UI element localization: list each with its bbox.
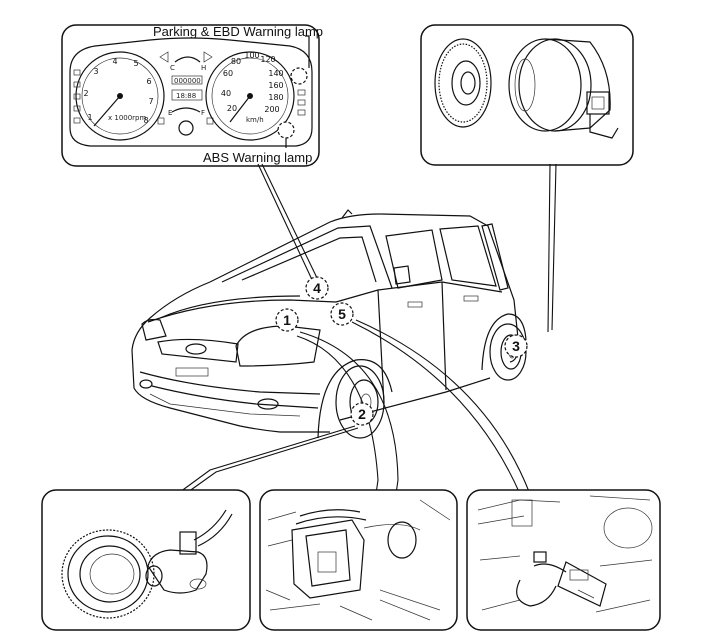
instrument-cluster-panel: 1 2 3 4 5 6 7 8 x 1000rpm 000000 18:88	[61, 24, 323, 167]
rear-tone-wheel	[434, 38, 492, 128]
tach-number: 3	[93, 67, 98, 76]
center-display: 000000 18:88 C H E F	[157, 51, 214, 136]
speed-number: 40	[221, 89, 231, 98]
fuel-f-label: F	[201, 109, 205, 117]
callout-3	[504, 334, 528, 358]
leader-lines	[179, 163, 557, 495]
speed-number: 200	[264, 105, 279, 114]
callout-5-label: 5	[338, 306, 346, 322]
diagnostic-scan-tool	[516, 551, 607, 607]
callout-3-label: 3	[512, 338, 520, 354]
clock-value: 18:88	[176, 92, 196, 100]
callout-2	[350, 402, 374, 426]
rear-hub-sensor	[508, 38, 619, 139]
callout-1	[275, 308, 299, 332]
tach-number: 2	[83, 89, 88, 98]
temp-c-label: C	[170, 64, 175, 72]
abs-lamp-marker	[277, 121, 295, 139]
callout-5	[330, 302, 354, 326]
temp-h-label: H	[201, 64, 206, 72]
hecu-unit	[265, 499, 451, 621]
hecu-panel	[259, 489, 458, 631]
callout-2-label: 2	[358, 406, 366, 422]
callout-markers: 1 2 3 4 5	[275, 276, 528, 426]
tachometer: 1 2 3 4 5 6 7 8 x 1000rpm	[75, 51, 165, 141]
fuel-e-label: E	[168, 109, 172, 117]
car-body	[131, 209, 527, 439]
tach-number: 8	[143, 116, 148, 125]
tach-number: 6	[146, 77, 151, 86]
rear-sensor-panel	[420, 24, 634, 166]
front-wheel-sensor	[145, 509, 233, 594]
tach-number: 5	[133, 59, 138, 68]
speed-unit: km/h	[246, 116, 264, 124]
parking-ebd-lamp-marker	[290, 67, 308, 85]
diagnostic-connector-panel	[466, 489, 661, 631]
right-warning-icons	[297, 89, 306, 116]
tach-number: 7	[148, 97, 153, 106]
abs-warning-label: ABS Warning lamp	[203, 150, 312, 165]
parking-ebd-warning-label: Parking & EBD Warning lamp	[153, 24, 323, 39]
speed-number: 180	[268, 93, 283, 102]
odometer-value: 000000	[174, 77, 201, 85]
tach-unit: x 1000rpm	[108, 114, 147, 122]
speed-number: 60	[223, 69, 233, 78]
callout-4-label: 4	[313, 280, 321, 296]
tach-number: 4	[112, 57, 117, 66]
speed-number: 160	[268, 81, 283, 90]
interior-dashboard	[477, 495, 653, 613]
speedometer: 20 40 60 80 100 120 140 160 180 200 km/h	[205, 51, 295, 141]
callout-1-label: 1	[283, 312, 291, 328]
speed-number: 120	[260, 55, 275, 64]
speed-number: 140	[268, 69, 283, 78]
left-warning-icons	[73, 69, 81, 124]
callout-4	[305, 276, 329, 300]
speed-number: 100	[244, 51, 259, 60]
speed-number: 20	[227, 104, 237, 113]
tach-number: 1	[87, 113, 92, 122]
speed-number: 80	[231, 57, 241, 66]
front-sensor-panel	[41, 489, 251, 631]
